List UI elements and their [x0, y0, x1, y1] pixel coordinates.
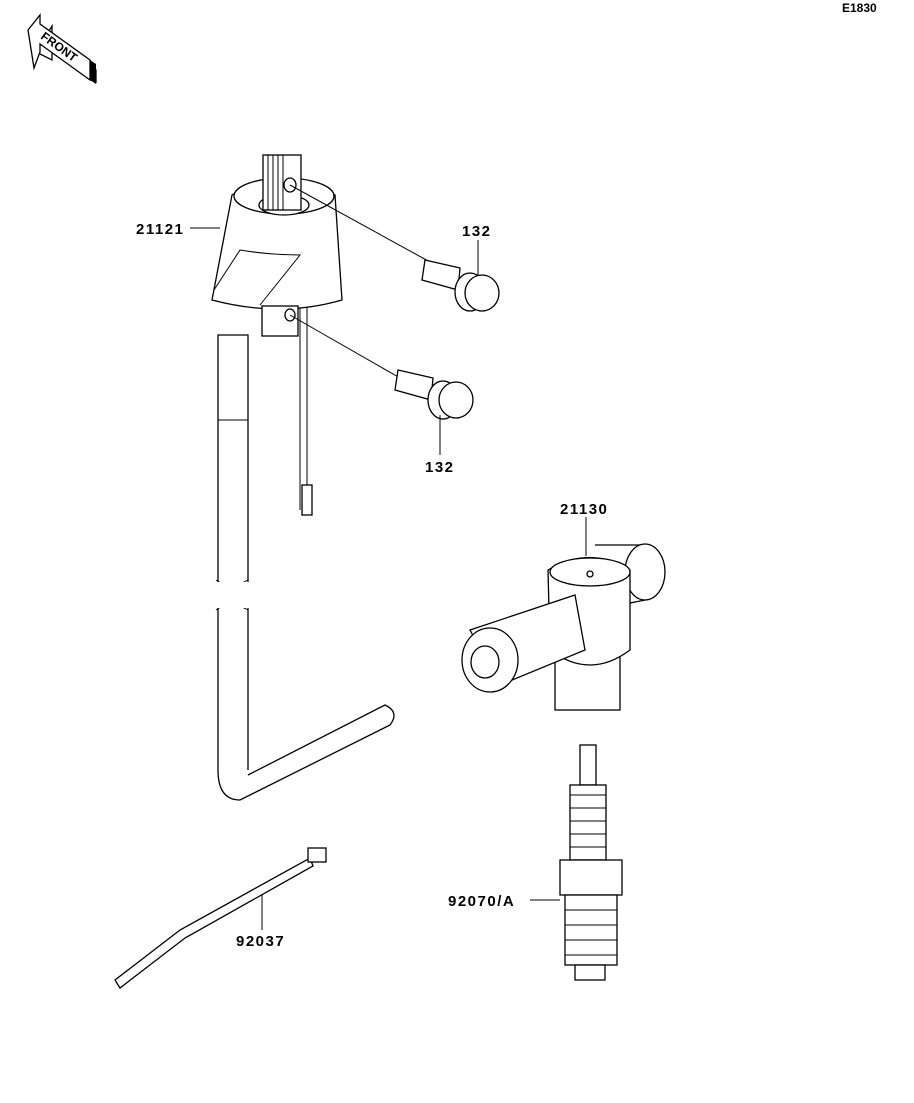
- part-label-21121[interactable]: 21121: [136, 221, 184, 238]
- part-label-21130[interactable]: 21130: [560, 501, 608, 518]
- bolt-lower-part: [394, 369, 474, 420]
- part-label-132-lower[interactable]: 132: [425, 459, 455, 476]
- cable-tie-part: [114, 847, 327, 989]
- part-label-92037[interactable]: 92037: [236, 933, 285, 950]
- bolt-upper-part: [421, 259, 500, 312]
- part-label-92070a[interactable]: 92070/A: [448, 893, 515, 910]
- ignition-coil-part: [211, 154, 395, 801]
- spark-plug-cap-part: [461, 543, 666, 711]
- diagram-code: E1830: [842, 1, 877, 15]
- part-label-132-upper[interactable]: 132: [462, 223, 492, 240]
- front-arrow-icon: FRONT: [27, 13, 97, 84]
- spark-plug-part: [559, 744, 623, 981]
